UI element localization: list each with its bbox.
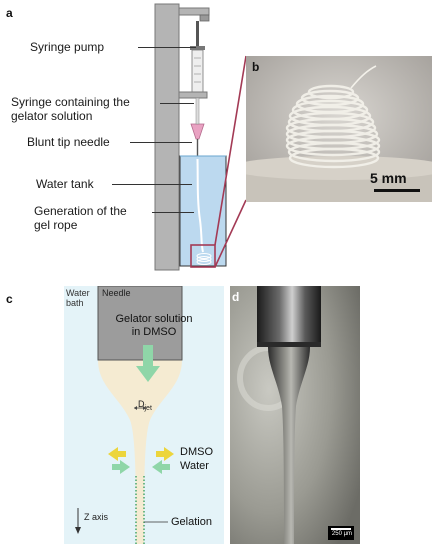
djet-symbol: D	[138, 399, 145, 409]
panel-letter-b: b	[252, 60, 260, 74]
scale-bar-label-b: 5 mm	[370, 170, 407, 186]
label-syringe-line-2: gelator solution	[11, 109, 93, 123]
water-bath-label-line-2: bath	[66, 298, 84, 308]
leader-syringe	[160, 103, 194, 104]
djet-subscript: jet	[144, 404, 152, 412]
label-needle-line-1: Blunt tip needle	[27, 135, 110, 149]
water-label: Water	[180, 460, 209, 472]
gelator-label-line-1: Gelator solution	[115, 313, 193, 325]
label-syringe-pump: Syringe pump	[30, 40, 104, 54]
leader-water-tank	[112, 184, 192, 185]
water-bath-label: Water bath	[66, 288, 90, 308]
jet-schematic	[64, 286, 224, 544]
leader-needle	[130, 142, 192, 143]
gelator-label-line-2: in DMSO	[131, 326, 177, 338]
panel-letter-a: a	[6, 6, 13, 20]
scale-bar-label-d: 250 µm	[331, 531, 353, 537]
label-syringe: Syringe containing the gelator solution	[11, 95, 130, 123]
label-syringe-pump-line-1: Syringe pump	[30, 40, 105, 54]
label-syringe-line-1: Syringe containing the	[11, 95, 130, 109]
label-gel-rope: Generation of the gel rope	[34, 204, 127, 232]
water-bath-label-line-1: Water	[66, 288, 90, 298]
dmso-label: DMSO	[180, 446, 213, 458]
z-axis-label: Z axis	[84, 512, 109, 522]
leader-gel-rope	[152, 212, 194, 213]
gelator-label: Gelator solution in DMSO	[98, 313, 210, 339]
syringe-setup-illustration	[154, 3, 227, 271]
callout-lines	[214, 55, 247, 268]
label-gel-rope-line-1: Generation of the	[34, 204, 127, 218]
needle-label-c: Needle	[102, 288, 131, 298]
gel-rope-coil-photo	[246, 56, 432, 202]
label-water-tank: Water tank	[36, 177, 94, 191]
leader-syringe-pump	[138, 47, 196, 48]
label-needle: Blunt tip needle	[27, 135, 110, 149]
panel-letter-d: d	[232, 290, 240, 304]
label-gel-rope-line-2: gel rope	[34, 218, 78, 232]
label-water-tank-line-1: Water tank	[36, 177, 94, 191]
gelation-label: Gelation	[171, 516, 212, 528]
panel-letter-c: c	[6, 292, 13, 306]
djet-label: Djet	[138, 399, 152, 412]
jet-micrograph	[230, 286, 360, 544]
